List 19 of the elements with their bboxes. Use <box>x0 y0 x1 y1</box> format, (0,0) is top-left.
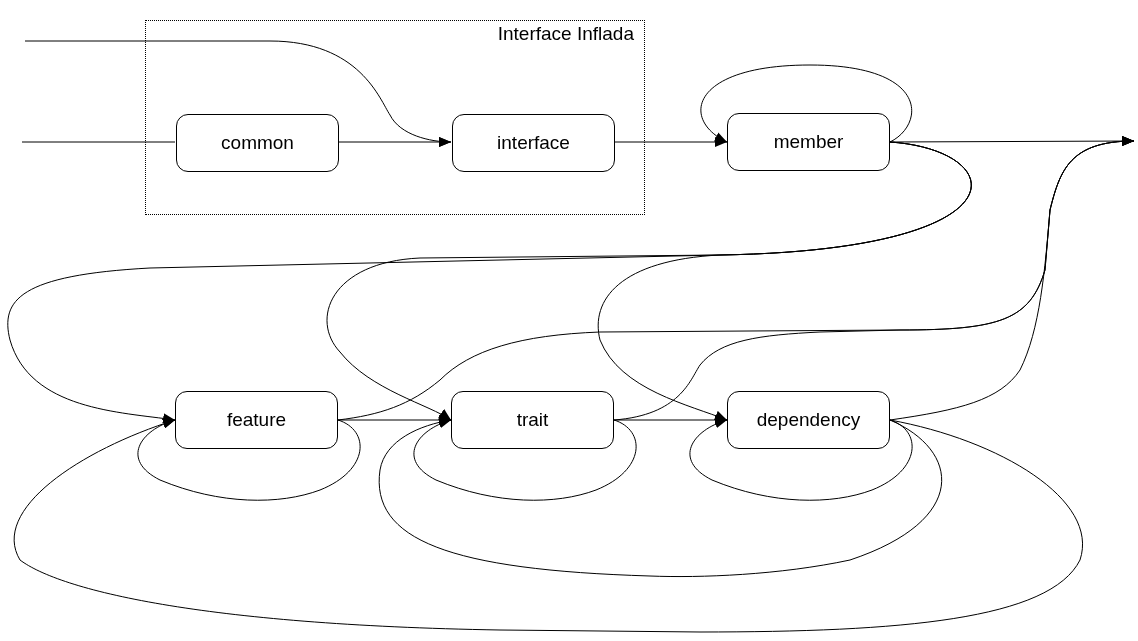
arrow <box>137 419 361 501</box>
arrow <box>613 137 728 147</box>
rounded-box: member <box>727 113 890 171</box>
group-title: Interface Inflada <box>497 23 634 45</box>
arrow <box>700 64 912 143</box>
rounded-box: trait <box>451 391 614 449</box>
arrow <box>889 136 1135 421</box>
arrow <box>378 417 942 578</box>
rounded-box: dependency <box>727 391 890 449</box>
arrow <box>13 419 1084 633</box>
group-frame <box>145 20 645 215</box>
arrow <box>689 419 913 501</box>
line <box>21 141 176 143</box>
rounded-box: feature <box>175 391 338 449</box>
rounded-box: common <box>176 114 339 172</box>
arrow <box>413 419 637 501</box>
arrow <box>597 141 972 421</box>
arrow <box>337 137 452 147</box>
rounded-box: interface <box>452 114 615 172</box>
